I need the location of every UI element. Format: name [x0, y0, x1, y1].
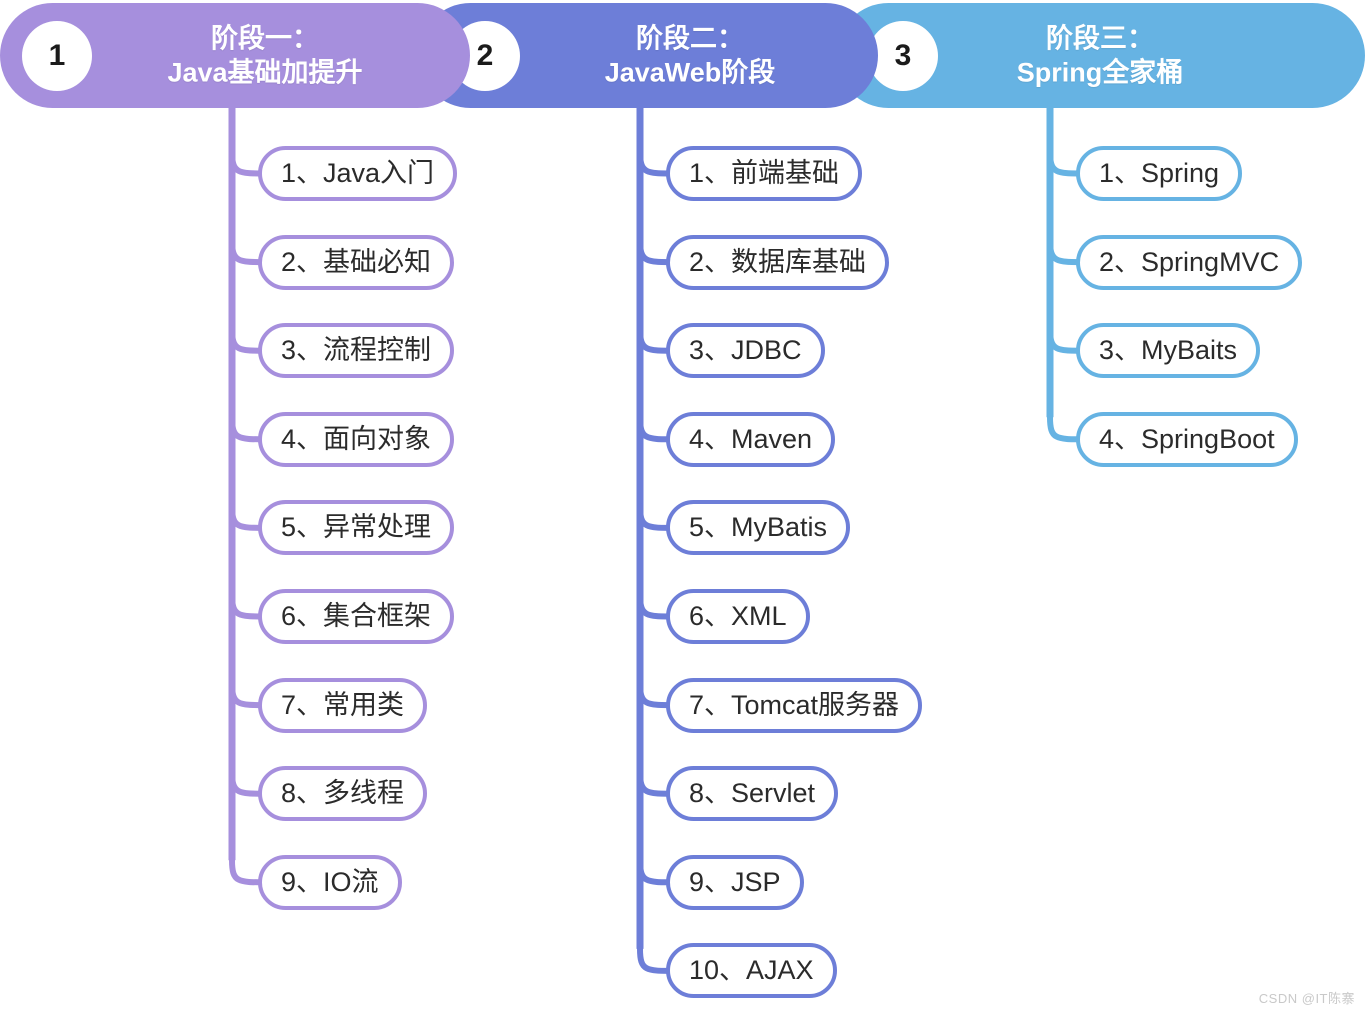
topic-pill[interactable]: 2、数据库基础 [666, 235, 890, 290]
topic-pill[interactable]: 1、Spring [1076, 146, 1243, 201]
topic-pill-label: 4、Maven [689, 424, 813, 454]
topic-pill[interactable]: 4、Maven [666, 412, 836, 467]
topic-pill-label: 3、流程控制 [281, 335, 432, 365]
stage-number-3: 3 [894, 38, 912, 72]
stage-header-1[interactable]: 1 阶段一： Java基础加提升 [0, 3, 470, 108]
topic-pill-label: 9、IO流 [281, 867, 379, 897]
stage-title-line1-1: 阶段一： [210, 22, 319, 53]
stage-title-block-1: 阶段一： Java基础加提升 [167, 21, 362, 90]
stage-title-line2-2: JavaWeb阶段 [604, 57, 776, 88]
stage-title-block-3: 阶段三： Spring全家桶 [1017, 21, 1184, 90]
topic-pill[interactable]: 8、Servlet [666, 766, 839, 821]
stage-header-3[interactable]: 3 阶段三： Spring全家桶 [836, 3, 1365, 108]
topic-pill[interactable]: 6、集合框架 [258, 589, 455, 644]
topic-pill-label: 2、SpringMVC [1099, 247, 1280, 277]
stage-header-2[interactable]: 2 阶段二： JavaWeb阶段 [418, 3, 878, 108]
topic-pill-label: 8、多线程 [281, 778, 405, 808]
topic-pill[interactable]: 3、MyBaits [1076, 323, 1261, 378]
stage-title-line1-3: 阶段三： [1046, 22, 1154, 53]
topic-pill-label: 5、异常处理 [281, 512, 432, 542]
topic-pill-label: 3、MyBaits [1099, 335, 1238, 365]
stage-title-block-2: 阶段二： JavaWeb阶段 [605, 21, 776, 90]
topic-pill-label: 8、Servlet [689, 778, 816, 808]
topic-pill[interactable]: 2、基础必知 [258, 235, 455, 290]
topic-pill[interactable]: 4、面向对象 [258, 412, 455, 467]
topic-pill-label: 1、Spring [1099, 158, 1220, 188]
topic-pill-label: 9、JSP [689, 867, 781, 897]
topic-pill[interactable]: 3、流程控制 [258, 323, 455, 378]
topic-pill-label: 2、基础必知 [281, 247, 432, 277]
topic-pill[interactable]: 4、SpringBoot [1076, 412, 1298, 467]
topic-pill[interactable]: 10、AJAX [666, 943, 837, 998]
topic-pill-label: 2、数据库基础 [689, 247, 867, 277]
stage-number-badge-3: 3 [868, 20, 938, 91]
topic-pill[interactable]: 1、Java入门 [258, 146, 458, 201]
topic-pill-label: 1、Java入门 [281, 158, 435, 188]
topic-pill-label: 7、Tomcat服务器 [689, 690, 900, 720]
topic-pill-label: 4、SpringBoot [1099, 424, 1275, 454]
stage-number-badge-1: 1 [22, 20, 92, 91]
topic-pill[interactable]: 2、SpringMVC [1076, 235, 1303, 290]
topic-pill-label: 4、面向对象 [281, 424, 432, 454]
topic-pill-label: 10、AJAX [689, 955, 814, 985]
topic-pill[interactable]: 1、前端基础 [666, 146, 863, 201]
topic-pill-label: 1、前端基础 [689, 158, 840, 188]
topic-pill-label: 6、集合框架 [281, 601, 432, 631]
topic-pill-label: 5、MyBatis [689, 512, 828, 542]
topic-pill[interactable]: 7、常用类 [258, 678, 428, 733]
stage-title-line2-3: Spring全家桶 [1016, 57, 1184, 88]
topic-pill[interactable]: 3、JDBC [666, 323, 825, 378]
topic-pill[interactable]: 9、JSP [666, 855, 804, 910]
topic-pill-label: 3、JDBC [689, 335, 802, 365]
topic-pill-label: 7、常用类 [281, 690, 405, 720]
topic-pill-label: 6、XML [689, 601, 787, 631]
topic-pill[interactable]: 7、Tomcat服务器 [666, 678, 923, 733]
topic-pill[interactable]: 8、多线程 [258, 766, 428, 821]
topic-pill[interactable]: 9、IO流 [258, 855, 402, 910]
topic-pill[interactable]: 5、异常处理 [258, 500, 455, 555]
stage-title-line1-2: 阶段二： [635, 22, 744, 53]
stage-number-2: 2 [476, 38, 494, 72]
topic-pill[interactable]: 5、MyBatis [666, 500, 851, 555]
stage-title-line2-1: Java基础加提升 [167, 57, 363, 88]
watermark: CSDN @IT陈寨 [1258, 991, 1355, 1006]
stage-number-1: 1 [48, 38, 66, 72]
topic-pill[interactable]: 6、XML [666, 589, 810, 644]
